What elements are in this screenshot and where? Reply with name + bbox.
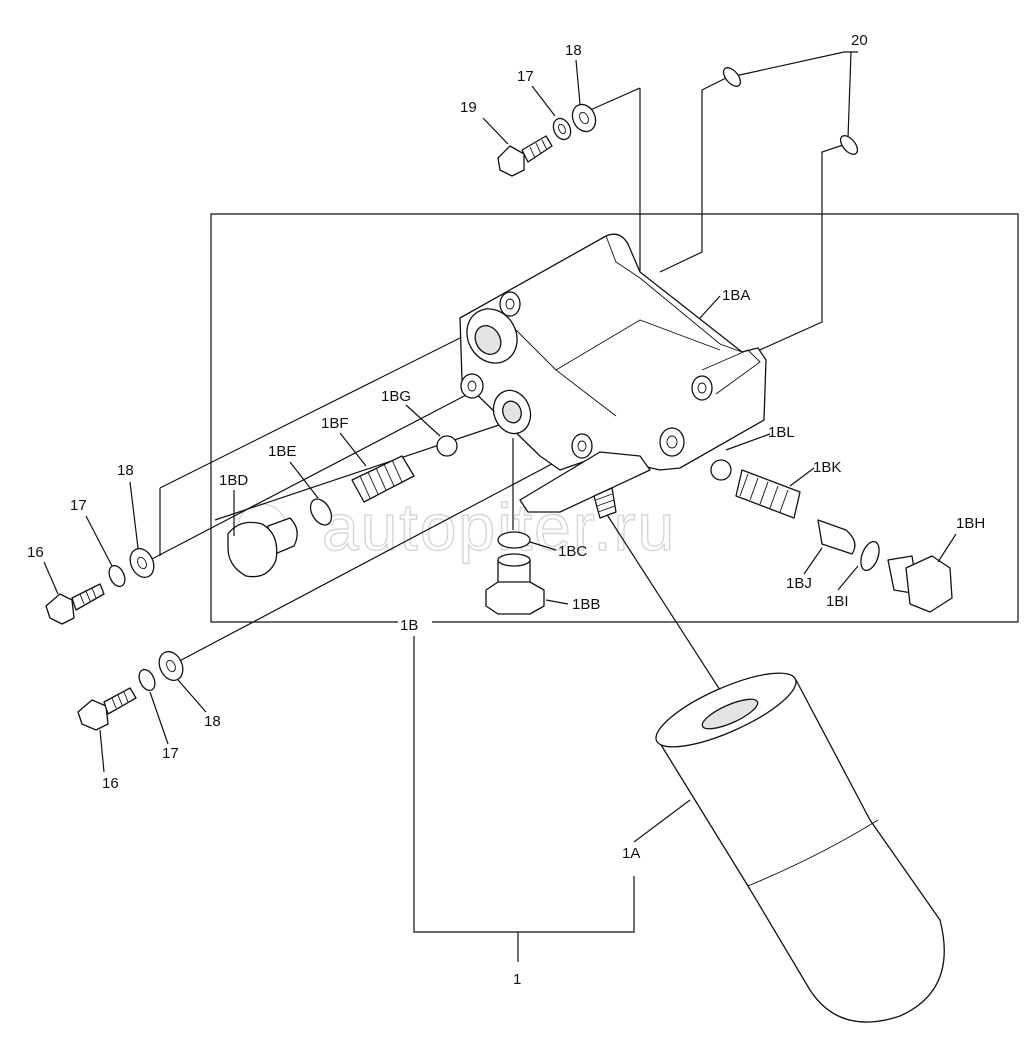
plug-1BD: [227, 517, 298, 578]
lock-washer-17-lower: [138, 668, 156, 692]
label-1BC: 1BC: [558, 543, 587, 560]
label-leaders: [43, 59, 957, 773]
label-1A: 1A: [622, 845, 640, 862]
label-1BI: 1BI: [826, 593, 849, 610]
assembly-bracket: [413, 636, 635, 933]
subassembly-frame: [210, 213, 1019, 623]
o-ring-20-upper: [722, 67, 742, 87]
label-18-top: 18: [565, 42, 582, 59]
o-ring-1BC: [497, 531, 531, 549]
label-16-left-lower: 16: [102, 775, 119, 792]
label-17-top: 17: [517, 68, 534, 85]
lock-washer-17-upper: [108, 564, 126, 588]
bolt-16-upper: [45, 583, 105, 625]
washer-18: [571, 103, 597, 133]
watermark: autopiter.ru: [322, 490, 676, 564]
label-18-left-upper: 18: [117, 462, 134, 479]
bolt-16-lower: [77, 687, 137, 731]
label-20: 20: [851, 32, 868, 49]
label-1: 1: [513, 971, 521, 988]
label-16-left-upper: 16: [27, 544, 44, 561]
label-1BK: 1BK: [813, 459, 841, 476]
filter-head-housing: [459, 233, 767, 519]
spring-1BK: [735, 469, 801, 519]
plug-1BH: [887, 555, 953, 613]
ball-1BG: [436, 435, 458, 457]
washer-18-upper: [129, 547, 155, 579]
label-1BA: 1BA: [722, 287, 750, 304]
label-1BJ: 1BJ: [786, 575, 812, 592]
label-17-left-upper: 17: [70, 497, 87, 514]
o-ring-20-lower: [839, 135, 859, 155]
label-17-left-lower: 17: [162, 745, 179, 762]
label-1BB: 1BB: [572, 596, 600, 613]
label-1BF: 1BF: [321, 415, 349, 432]
ball-1BL: [710, 459, 732, 481]
lock-washer-17: [552, 117, 572, 141]
label-1BG: 1BG: [381, 388, 411, 405]
label-1BE: 1BE: [268, 443, 296, 460]
label-1B: 1B: [400, 617, 418, 634]
label-1BH: 1BH: [956, 515, 985, 532]
bolt-19: [497, 135, 553, 177]
washer-18-lower: [158, 650, 184, 682]
label-18-left-lower: 18: [204, 713, 221, 730]
filter-cartridge-1A: [655, 672, 945, 1023]
label-1BD: 1BD: [219, 472, 248, 489]
o-ring-1BE: [309, 498, 333, 526]
spring-1BF: [351, 455, 415, 503]
o-ring-1BI: [860, 540, 880, 572]
plug-1BB: [485, 553, 545, 615]
piston-1BJ: [817, 519, 856, 555]
label-19: 19: [460, 99, 477, 116]
label-1BL: 1BL: [768, 424, 795, 441]
